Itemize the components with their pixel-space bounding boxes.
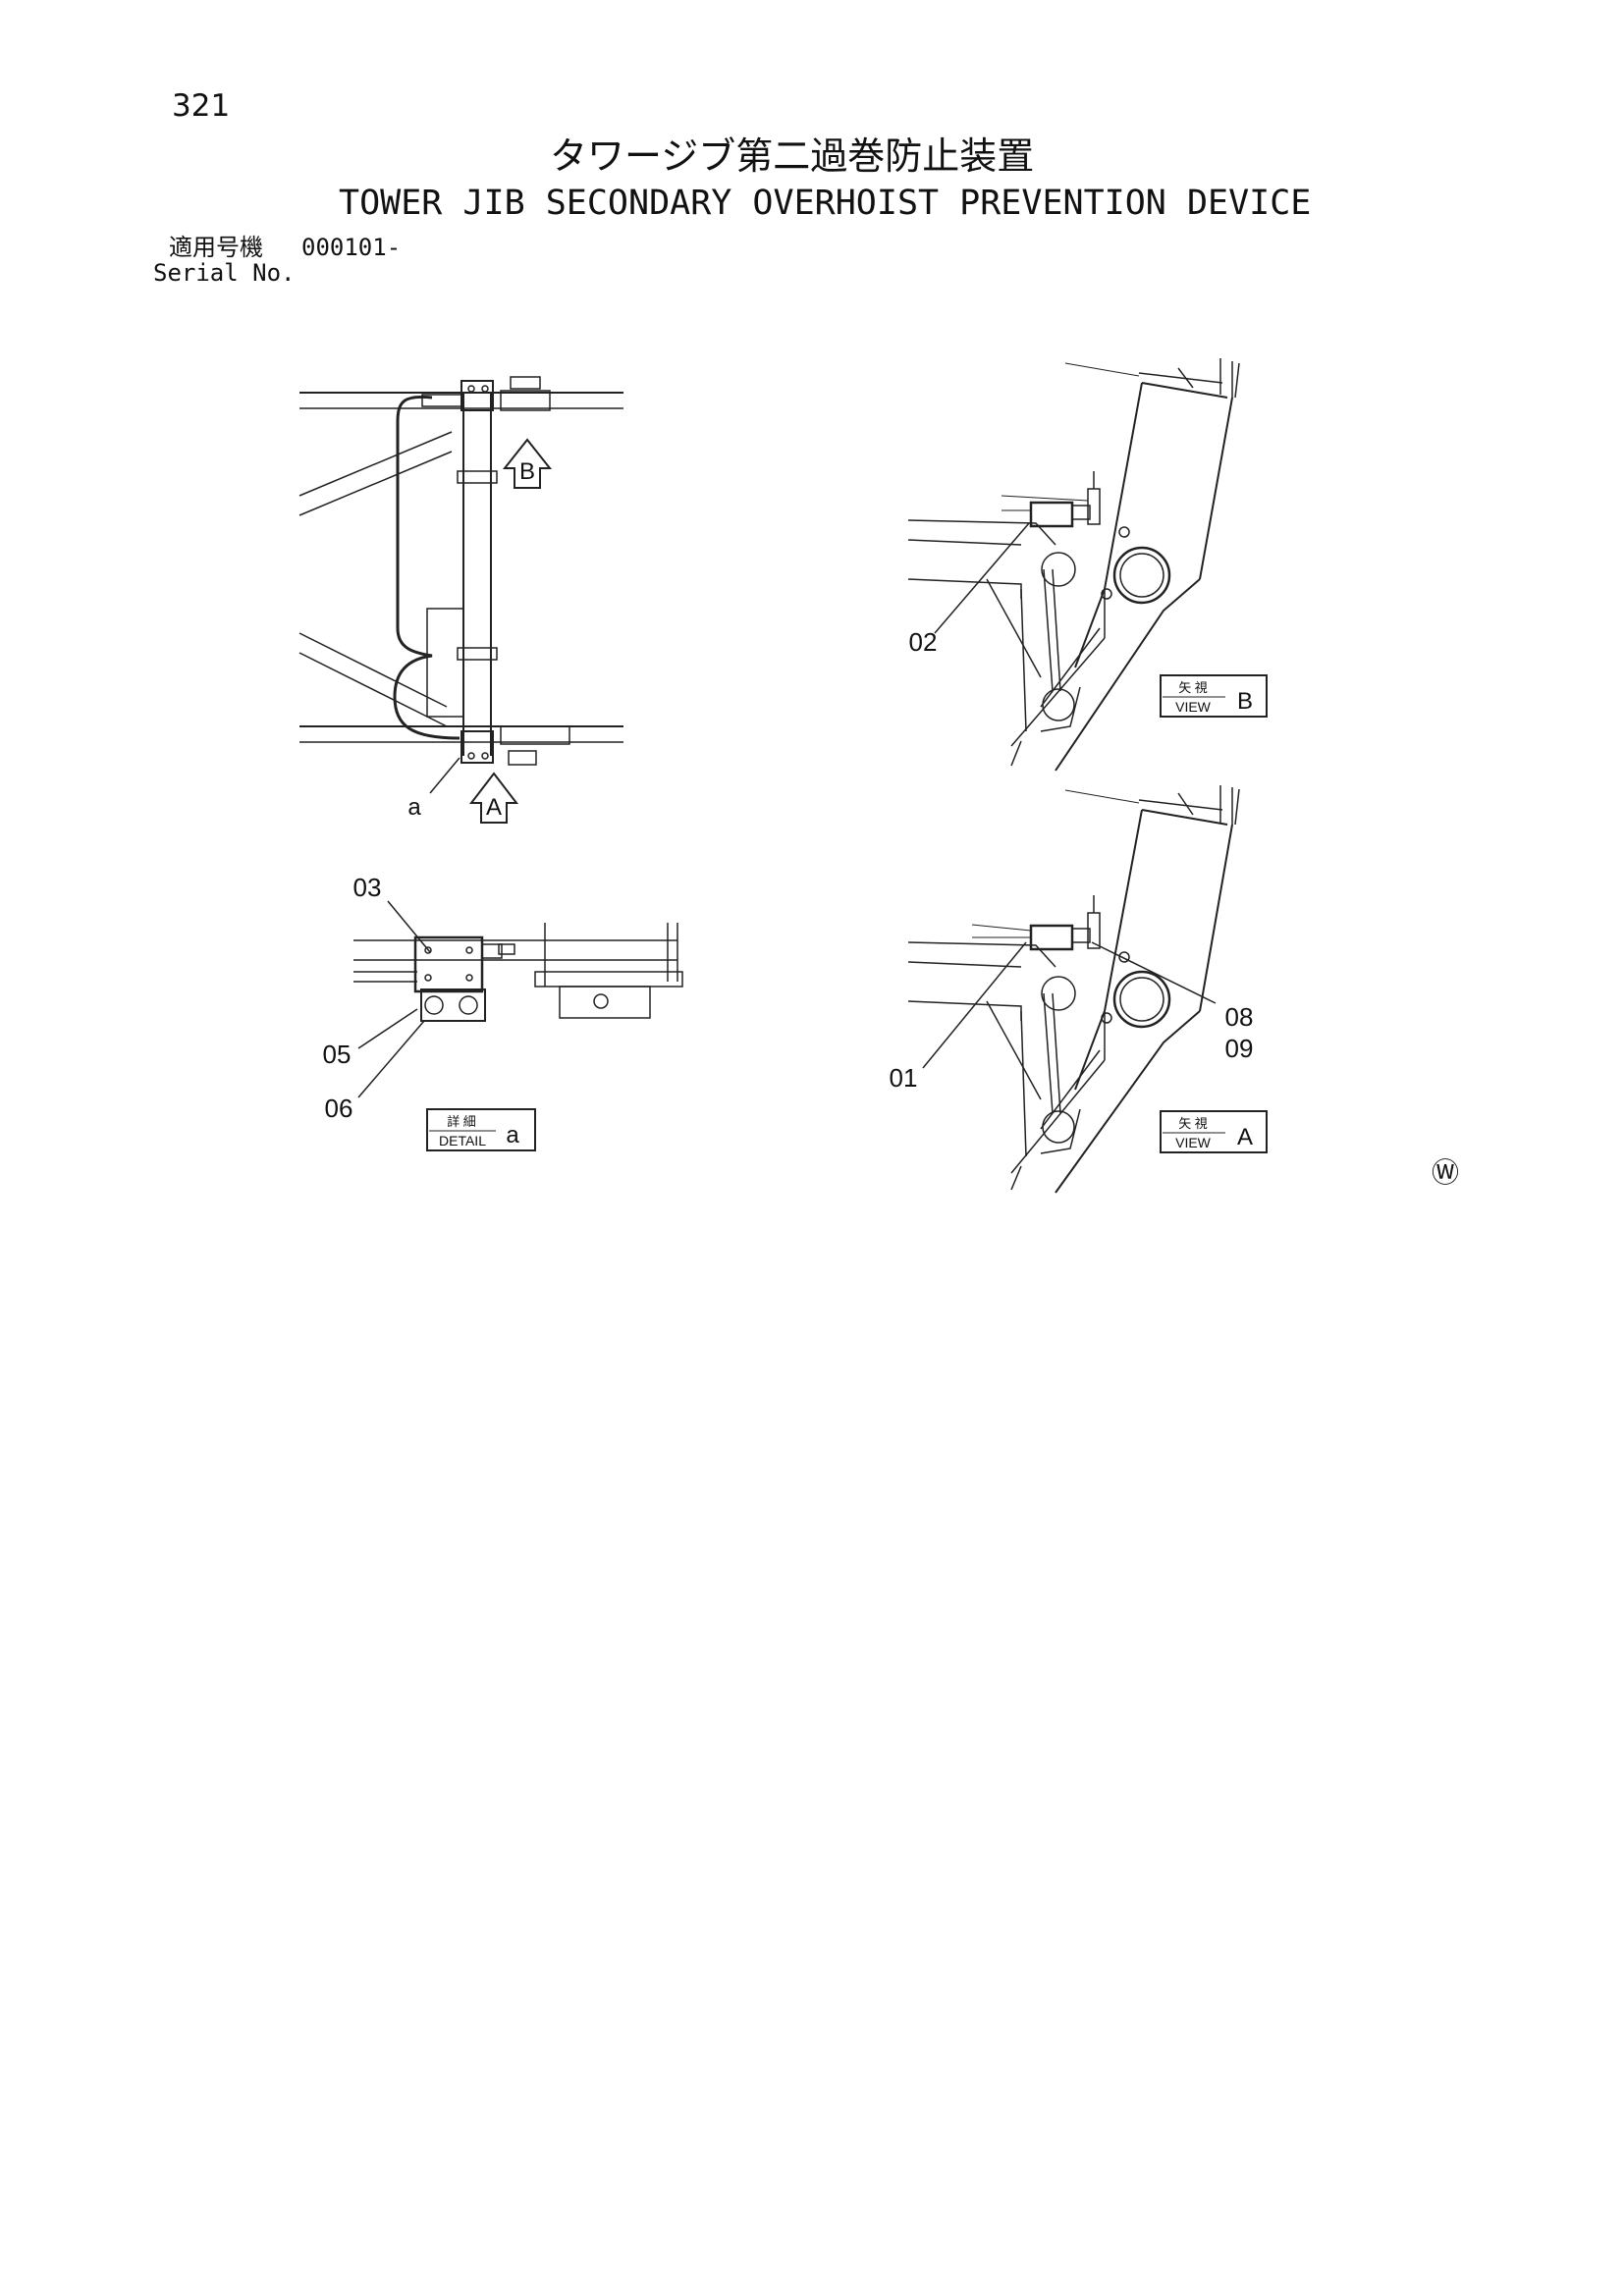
part-label-02: 02 (909, 627, 938, 657)
view-a-box-letter: A (1237, 1124, 1253, 1150)
view-a-arrow-label: A (486, 794, 502, 821)
view-a-box-jp: 矢 視 (1178, 1116, 1208, 1131)
part-label-01: 01 (890, 1063, 918, 1093)
part-label-06: 06 (325, 1094, 353, 1123)
part-label-05: 05 (323, 1040, 352, 1069)
view-a-drawing (907, 785, 1268, 1194)
page-number: 321 (172, 88, 231, 124)
overview-drawing (298, 376, 623, 824)
detail-a-callout: a (407, 794, 421, 821)
view-b-box-letter: B (1237, 688, 1253, 715)
detail-box-letter: a (506, 1122, 519, 1148)
w-mark-icon: Ⓦ (1432, 1157, 1459, 1188)
detail-a-drawing (353, 900, 683, 1151)
title-english: TOWER JIB SECONDARY OVERHOIST PREVENTION… (339, 184, 1312, 223)
part-label-09: 09 (1225, 1034, 1254, 1063)
detail-box-en: DETAIL (439, 1133, 486, 1148)
serial-label-japanese: 適用号機 (169, 234, 263, 261)
view-b-drawing (907, 358, 1268, 772)
view-b-box-jp: 矢 視 (1178, 680, 1208, 695)
serial-label-english: Serial No. (153, 259, 296, 287)
part-label-08: 08 (1225, 1002, 1254, 1032)
title-japanese: タワージブ第二過巻防止装置 (550, 134, 1035, 178)
view-b-arrow-label: B (519, 458, 535, 485)
serial-range: 000101- (301, 234, 402, 261)
view-b-box-en: VIEW (1175, 699, 1212, 715)
view-a-box-en: VIEW (1175, 1135, 1212, 1150)
part-label-03: 03 (353, 873, 382, 902)
detail-box-jp: 詳 細 (447, 1114, 476, 1129)
